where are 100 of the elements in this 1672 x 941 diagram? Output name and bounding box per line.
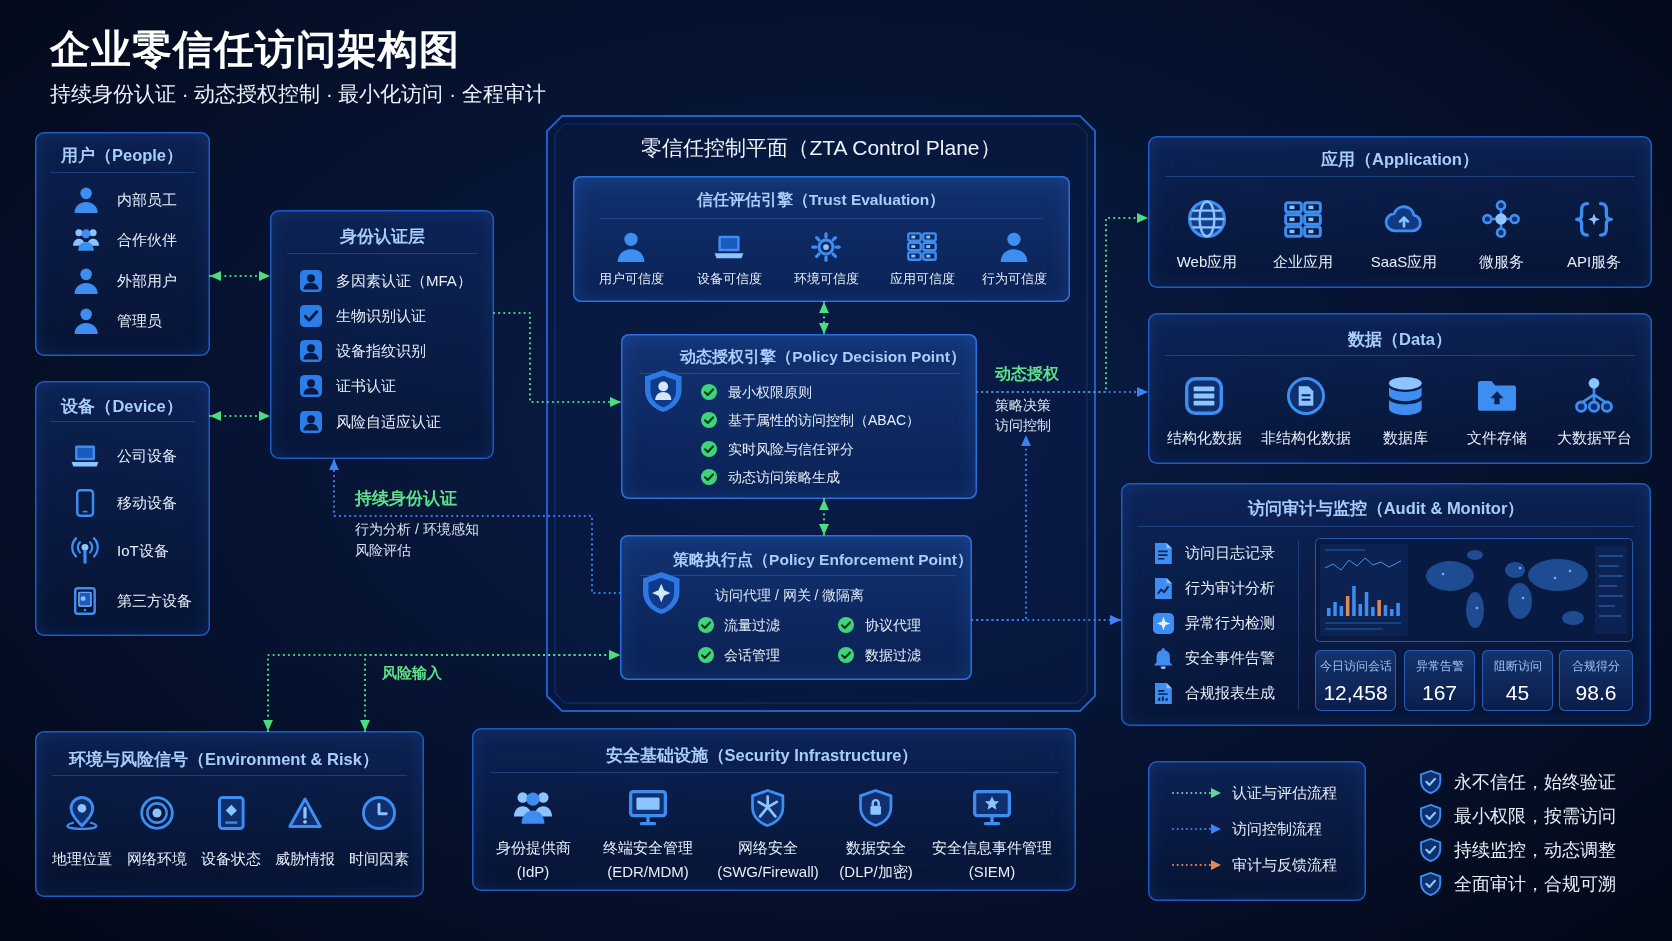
item-label: 设备可信度 [696, 269, 762, 287]
item-label: 外部用户 [117, 271, 177, 291]
checklist-item: 数据过滤 [865, 646, 921, 664]
item-label: 合规报表生成 [1185, 683, 1275, 703]
dotted-arrow [819, 300, 829, 336]
stat-label: 合规得分 [1572, 658, 1620, 674]
stat-label: 异常告警 [1415, 658, 1464, 674]
legend-label: 认证与评估流程 [1232, 783, 1337, 803]
item-label: 访问代理 / 网关 / 微隔离 [715, 586, 865, 604]
checklist-item: 流量过滤 [724, 616, 780, 634]
item-label: 行为可信度 [981, 269, 1047, 287]
item-label: 时间因素 [349, 849, 409, 869]
checklist-item: 协议代理 [865, 616, 921, 634]
panel [573, 176, 1070, 302]
item-label: 网络安全 (SWG/Firewall) [716, 838, 820, 882]
item-label: 大数据平台 [1556, 428, 1632, 448]
panel [621, 334, 977, 499]
panel [35, 381, 210, 636]
item-label: 生物识别认证 [336, 306, 426, 326]
item-label: 企业应用 [1273, 252, 1333, 272]
item-label: 文件存储 [1467, 428, 1527, 448]
item-label: 异常行为检测 [1185, 613, 1275, 633]
checklist-item: 最小权限原则 [728, 383, 812, 401]
item-label: 安全信息事件管理 (SIEM) [931, 838, 1053, 882]
edge-label: 风险输入 [382, 663, 442, 683]
panel [35, 731, 424, 897]
panel-title: 数据（Data） [1348, 328, 1452, 350]
principle-text: 持续监控，动态调整 [1454, 838, 1616, 862]
item-label: 用户可信度 [598, 269, 664, 287]
checklist-item: 基于属性的访问控制（ABAC） [728, 411, 921, 429]
panel-title: 环境与风险信号（Environment & Risk） [69, 748, 379, 770]
panel [1148, 136, 1652, 288]
item-label: 管理员 [117, 311, 162, 331]
dotted-arrow [819, 497, 829, 537]
panel-title: 设备（Device） [61, 395, 183, 417]
title: 企业零信任访问架构图 [50, 26, 460, 73]
dotted-arrow [208, 411, 272, 421]
checklist-item: 会话管理 [724, 646, 780, 664]
panel [620, 535, 972, 680]
panel-title: 信任评估引擎（Trust Evaluation） [696, 190, 946, 210]
stat-card [1482, 650, 1553, 711]
item-label: 身份提供商 (IdP) [494, 838, 572, 882]
item-label: 网络环境 [127, 849, 187, 869]
item-label: 环境可信度 [793, 269, 859, 287]
panel [1148, 313, 1652, 464]
item-label: 合作伙伴 [117, 230, 177, 250]
item-label: 安全事件告警 [1185, 648, 1275, 668]
panel-title: 用户（People） [60, 144, 184, 166]
item-label: IoT设备 [117, 541, 169, 561]
stat-card [1559, 650, 1633, 711]
legend-label: 审计与反馈流程 [1232, 855, 1337, 875]
principle-text: 最小权限，按需访问 [1454, 804, 1616, 828]
panel-title: 策略执行点（Policy Enforcement Point） [673, 550, 973, 570]
panel [472, 728, 1076, 891]
item-label: 设备状态 [201, 849, 261, 869]
principle-text: 永不信任，始终验证 [1454, 770, 1616, 794]
panel-title: 应用（Application） [1321, 148, 1479, 170]
item-label: 内部员工 [117, 190, 177, 210]
item-label: 非结构化数据 [1261, 428, 1351, 448]
panel-title: 访问审计与监控（Audit & Monitor） [1247, 497, 1525, 519]
dotted-arrow [492, 311, 623, 407]
annotation-text: 策略决策访问控制 [995, 395, 1053, 435]
panel-title: 安全基础设施（Security Infrastructure） [605, 744, 919, 766]
subtitle: 持续身份认证 · 动态授权控制 · 最小化访问 · 全程审计 [50, 80, 546, 107]
stat-value: 98.6 [1575, 679, 1617, 706]
panel [270, 210, 494, 459]
item-label: 数据库 [1382, 428, 1428, 448]
item-label: API服务 [1566, 252, 1622, 272]
stat-label: 阻断访问 [1493, 658, 1542, 674]
dotted-arrow [360, 650, 622, 733]
item-label: 公司设备 [117, 446, 177, 466]
checklist-item: 动态访问策略生成 [728, 468, 840, 486]
dotted-arrow [975, 387, 1150, 397]
dotted-arrow [208, 271, 272, 281]
legend-label: 访问控制流程 [1232, 819, 1322, 839]
annotation-text: 行为分析 / 环境感知风险评估 [355, 520, 480, 560]
stat-value: 12,458 [1323, 679, 1388, 706]
item-label: 威胁情报 [275, 849, 335, 869]
panel [35, 132, 210, 356]
panel-title: 动态授权引擎（Policy Decision Point） [680, 347, 966, 367]
item-label: 设备指纹识别 [336, 341, 426, 361]
item-label: 风险自适应认证 [336, 412, 441, 432]
edge-label: 动态授权 [995, 363, 1059, 384]
panel-title: 零信任控制平面（ZTA Control Plane） [641, 134, 1001, 161]
principle-text: 全面审计，合规可溯 [1454, 872, 1616, 896]
stat-value: 45 [1505, 679, 1530, 706]
item-label: 微服务 [1478, 252, 1524, 272]
checklist-item: 实时风险与信任评分 [728, 440, 854, 458]
dotted-arrow [329, 457, 622, 595]
item-label: Web应用 [1176, 252, 1238, 272]
item-label: 地理位置 [52, 849, 112, 869]
item-label: 结构化数据 [1166, 428, 1242, 448]
dotted-arrow [970, 433, 1031, 622]
item-label: 证书认证 [336, 376, 396, 396]
item-label: SaaS应用 [1370, 252, 1438, 272]
stat-value: 167 [1422, 679, 1457, 706]
item-label: 应用可信度 [889, 269, 955, 287]
panel-title: 身份认证层 [339, 225, 425, 247]
item-label: 第三方设备 [117, 591, 192, 611]
item-label: 访问日志记录 [1185, 543, 1275, 563]
